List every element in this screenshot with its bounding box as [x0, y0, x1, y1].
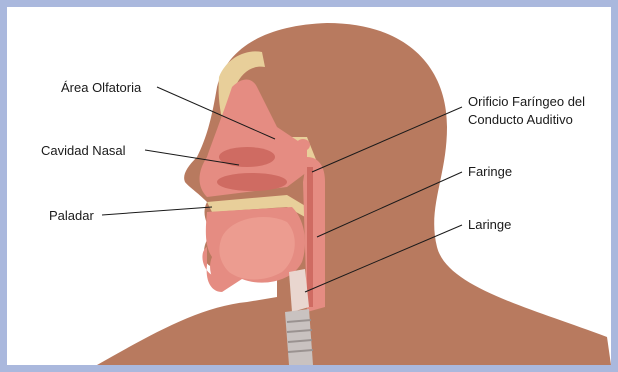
diagram-panel: Área Olfatoria Cavidad Nasal Paladar Ori…: [7, 7, 611, 365]
label-orificio-line1: Orificio Faríngeo del: [468, 94, 585, 110]
leader-paladar: [102, 207, 212, 215]
olfactory-knob-2: [296, 139, 310, 151]
label-paladar: Paladar: [49, 208, 94, 224]
head-illustration: [7, 7, 611, 365]
turbinate-lower: [217, 173, 287, 191]
label-cavidad-nasal: Cavidad Nasal: [41, 143, 126, 159]
label-laringe: Laringe: [468, 217, 511, 233]
pharynx-wall: [307, 167, 313, 307]
label-faringe: Faringe: [468, 164, 512, 180]
turbinate-upper: [219, 147, 275, 167]
trachea: [285, 309, 313, 365]
olfactory-knob-1: [281, 140, 297, 154]
head-silhouette: [97, 23, 611, 365]
label-orificio-line2: Conducto Auditivo: [468, 112, 573, 128]
label-area-olfatoria: Área Olfatoria: [61, 80, 141, 96]
